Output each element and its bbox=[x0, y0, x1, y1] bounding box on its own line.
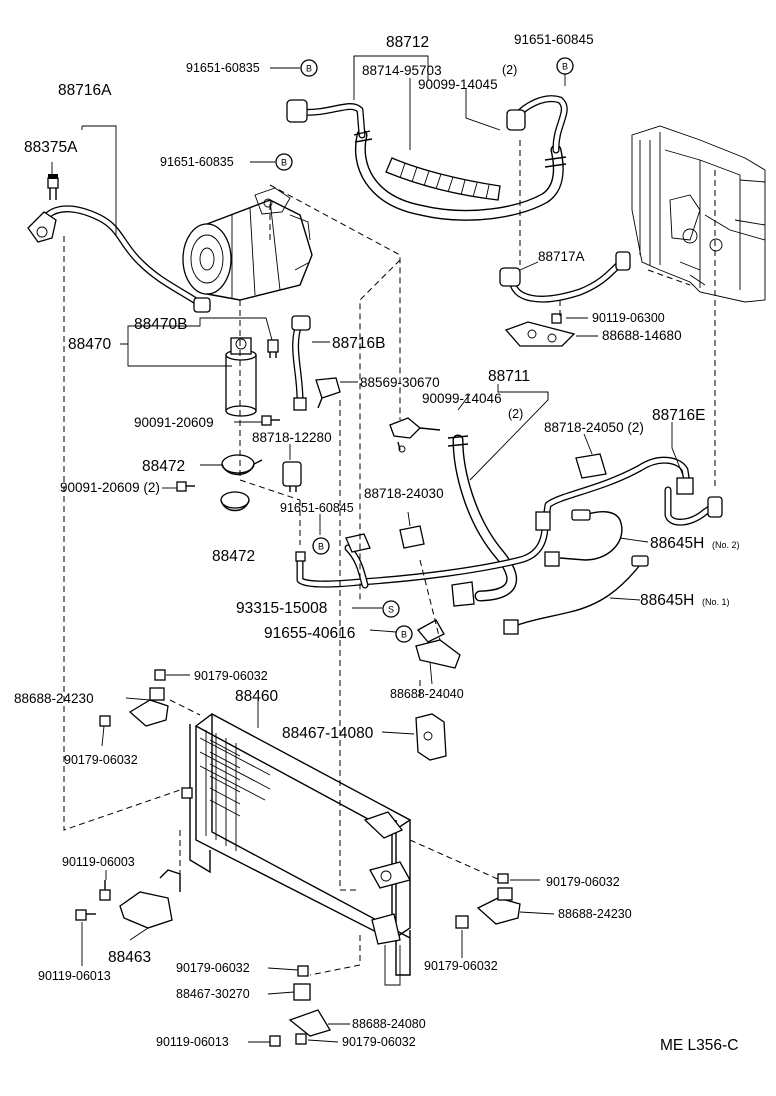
bracket-88688-14680 bbox=[504, 313, 576, 347]
part-88718-12280 bbox=[282, 461, 302, 492]
small-brackets bbox=[389, 417, 607, 761]
label-88472-a: 88472 bbox=[142, 458, 185, 475]
label-88463: 88463 bbox=[108, 949, 151, 966]
svg-text:B: B bbox=[401, 630, 407, 640]
label-88688-24230-b: 88688-24230 bbox=[558, 907, 632, 921]
bracket-88688-24080 bbox=[269, 1009, 331, 1047]
condenser-88460 bbox=[181, 713, 412, 986]
label-90119-06003: 90119-06003 bbox=[62, 855, 135, 869]
label-88718-24050: 88718-24050 (2) bbox=[544, 420, 644, 435]
label-qty-mid: (2) bbox=[508, 407, 523, 421]
label-88717A: 88717A bbox=[538, 249, 585, 264]
engine-outline bbox=[631, 125, 766, 303]
label-91651-60835-b: 91651-60835 bbox=[160, 155, 234, 169]
marker-b-5: B bbox=[395, 625, 413, 643]
label-88645H-no1: 88645H bbox=[640, 592, 694, 609]
label-qty-top: (2) bbox=[502, 63, 517, 77]
label-no2: (No. 2) bbox=[712, 540, 740, 550]
discharge-hose-88712 bbox=[286, 95, 568, 221]
label-88718-24030: 88718-24030 bbox=[364, 486, 444, 501]
clamp-88472-bottom bbox=[220, 491, 250, 512]
label-88688-14680: 88688-14680 bbox=[602, 328, 682, 343]
label-88470: 88470 bbox=[68, 336, 111, 353]
pipe-88716B bbox=[291, 315, 341, 411]
sensor-88645H-no2 bbox=[544, 509, 623, 567]
mount-88688-24230-right bbox=[455, 873, 521, 929]
label-90119-06300: 90119-06300 bbox=[592, 311, 665, 325]
dashed-reference-lines bbox=[63, 140, 716, 976]
label-90119-06013-b: 90119-06013 bbox=[156, 1035, 229, 1049]
label-88688-24230-a: 88688-24230 bbox=[14, 691, 94, 706]
label-88569-30670: 88569-30670 bbox=[360, 375, 440, 390]
label-88472-b: 88472 bbox=[212, 548, 255, 565]
label-90091-20609-b: 90091-20609 (2) bbox=[60, 480, 160, 495]
label-90119-06013-a: 90119-06013 bbox=[38, 969, 111, 983]
marker-s: S bbox=[382, 600, 400, 618]
label-91651-60845-mid: 91651-60845 bbox=[280, 501, 354, 515]
svg-text:B: B bbox=[318, 542, 324, 552]
mount-88463 bbox=[75, 869, 181, 929]
label-90179-06032-d: 90179-06032 bbox=[424, 959, 498, 973]
diagram-reference-code: ME L356-C bbox=[660, 1037, 738, 1054]
compressor bbox=[182, 187, 313, 301]
label-88718-12280: 88718-12280 bbox=[252, 430, 332, 445]
label-90179-06032-f: 90179-06032 bbox=[342, 1035, 416, 1049]
label-88688-24040: 88688-24040 bbox=[390, 687, 464, 701]
clamp-88472-top bbox=[221, 454, 263, 476]
label-88712: 88712 bbox=[386, 34, 429, 51]
leader-lines bbox=[51, 55, 685, 1043]
label-88470B: 88470B bbox=[134, 316, 187, 333]
label-no1: (No. 1) bbox=[702, 597, 730, 607]
mount-88688-24230-left bbox=[128, 687, 169, 727]
label-88714-95703: 88714-95703 bbox=[362, 63, 442, 78]
receiver-88470 bbox=[225, 337, 279, 417]
suction-hose-88711 bbox=[447, 434, 518, 607]
marker-b-3: B bbox=[556, 57, 574, 75]
label-91651-60835-a: 91651-60835 bbox=[186, 61, 260, 75]
marker-b-1: B bbox=[300, 59, 318, 77]
label-88716E: 88716E bbox=[652, 407, 705, 424]
svg-text:S: S bbox=[388, 605, 394, 615]
part-labels: 88712 88714-95703 91651-60845 (2) 90099-… bbox=[14, 32, 740, 1054]
pipe-88716E bbox=[296, 456, 723, 589]
label-88375A: 88375A bbox=[24, 139, 78, 156]
label-88460: 88460 bbox=[235, 688, 278, 705]
label-88467-14080: 88467-14080 bbox=[282, 725, 374, 742]
label-90179-06032-a: 90179-06032 bbox=[194, 669, 268, 683]
label-91655-40616: 91655-40616 bbox=[264, 625, 355, 642]
label-88716A: 88716A bbox=[58, 82, 112, 99]
label-90179-06032-b: 90179-06032 bbox=[64, 753, 138, 767]
svg-text:B: B bbox=[281, 158, 287, 168]
label-93315-15008: 93315-15008 bbox=[236, 600, 327, 617]
pipe-88717A bbox=[499, 251, 631, 303]
marker-b-4: B bbox=[312, 537, 330, 555]
mount-88467-30270 bbox=[293, 965, 311, 1001]
marker-b-2: B bbox=[275, 153, 293, 171]
bolts bbox=[99, 415, 306, 727]
label-88716B: 88716B bbox=[332, 335, 385, 352]
sensor-88645H-no1 bbox=[503, 555, 649, 635]
label-90091-20609-a: 90091-20609 bbox=[134, 415, 214, 430]
label-88645H-no2: 88645H bbox=[650, 535, 704, 552]
label-90179-06032-e: 90179-06032 bbox=[176, 961, 250, 975]
label-90099-14046: 90099-14046 bbox=[422, 391, 502, 406]
svg-text:B: B bbox=[562, 62, 568, 72]
label-88711: 88711 bbox=[488, 368, 530, 385]
label-88467-30270: 88467-30270 bbox=[176, 987, 250, 1001]
label-91651-60845-top: 91651-60845 bbox=[514, 32, 594, 47]
pipe-88716A bbox=[27, 174, 211, 313]
label-90179-06032-c: 90179-06032 bbox=[546, 875, 620, 889]
svg-text:B: B bbox=[306, 64, 312, 74]
label-88688-24080: 88688-24080 bbox=[352, 1017, 426, 1031]
label-90099-14045: 90099-14045 bbox=[418, 77, 498, 92]
insulator-88714-95703 bbox=[385, 157, 501, 201]
